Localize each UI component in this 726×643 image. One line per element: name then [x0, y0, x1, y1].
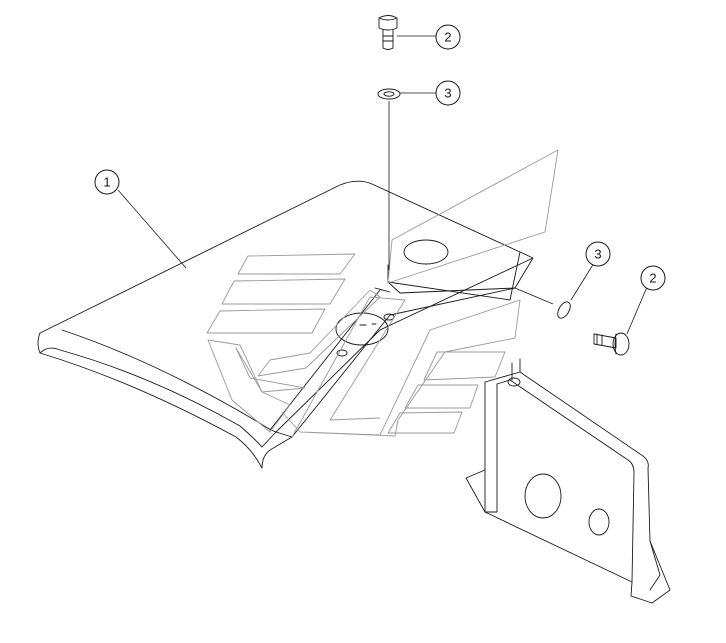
washer-top [377, 88, 401, 270]
callout-1: 1 [94, 169, 120, 195]
bracket [465, 358, 671, 604]
hood [37, 180, 534, 469]
callout-3-top-label: 3 [444, 86, 451, 101]
callout-2-side: 2 [640, 265, 666, 291]
bolt-top [378, 15, 398, 50]
leader-lines [117, 35, 648, 335]
callout-3-side: 3 [585, 241, 611, 267]
callout-3-top: 3 [435, 80, 461, 106]
callout-2-side-label: 2 [649, 271, 656, 286]
callout-2-top-label: 2 [444, 30, 451, 45]
callout-1-label: 1 [103, 175, 110, 190]
callout-3-side-label: 3 [594, 247, 601, 262]
bolt-side [593, 332, 630, 356]
hood-decal [206, 149, 559, 438]
callout-2-top: 2 [435, 24, 461, 50]
washer-side [557, 301, 571, 319]
